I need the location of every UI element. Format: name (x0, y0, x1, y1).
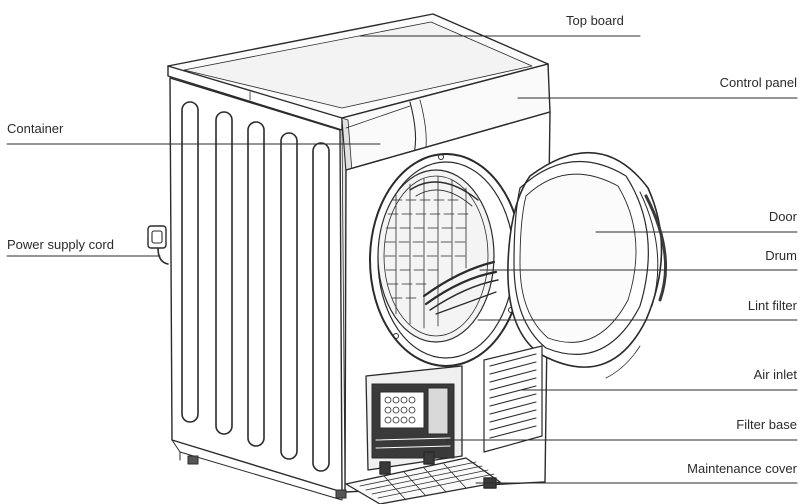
side-panel (169, 77, 353, 501)
label-maintenance-cover: Maintenance cover (687, 461, 797, 476)
label-control-panel: Control panel (719, 75, 797, 90)
label-power-supply-cord: Power supply cord (7, 237, 114, 252)
label-container: Container (7, 121, 64, 136)
label-top-board: Top board (566, 13, 624, 28)
label-lint-filter: Lint filter (747, 298, 797, 313)
label-door: Door (768, 209, 797, 224)
label-drum: Drum (765, 248, 797, 263)
drum (377, 169, 499, 343)
label-air-inlet: Air inlet (753, 367, 797, 382)
feet (187, 455, 347, 499)
power-supply-cord (147, 225, 169, 265)
filter-base (365, 365, 463, 471)
air-inlet-grille (483, 345, 543, 453)
door (507, 151, 668, 379)
label-filter-base: Filter base (736, 417, 797, 432)
leader-lines (6, 35, 798, 484)
